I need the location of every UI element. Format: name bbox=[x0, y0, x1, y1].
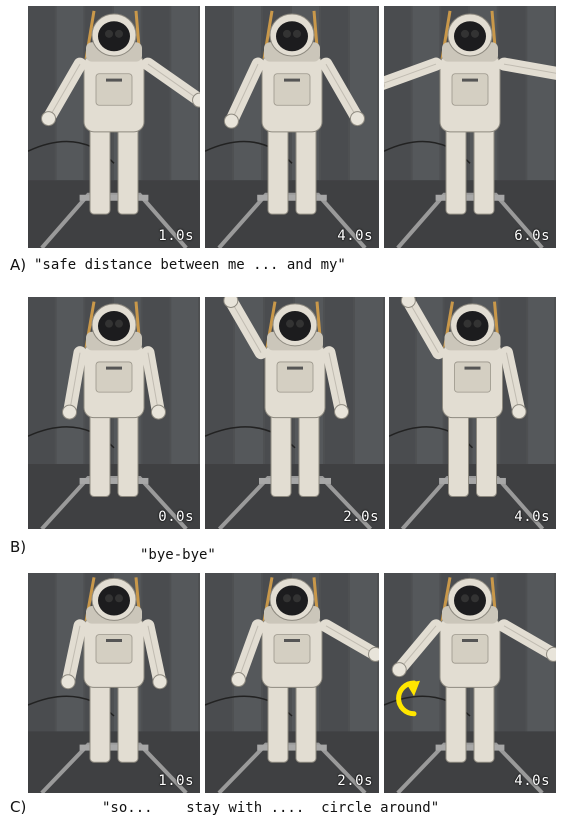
circle-gesture-arrow-icon bbox=[396, 680, 420, 717]
timestamp-label: 1.0s bbox=[158, 228, 194, 244]
frame-a2: 4.0s bbox=[205, 6, 379, 248]
timestamp-label: 4.0s bbox=[514, 509, 550, 525]
row-c-caption: "so... stay with .... circle around" bbox=[102, 800, 440, 816]
timestamp-label: 1.0s bbox=[158, 773, 194, 789]
frame-b3: 4.0s bbox=[389, 297, 556, 529]
robot-photo bbox=[384, 6, 556, 248]
frame-a3: 6.0s bbox=[384, 6, 556, 248]
robot-photo bbox=[28, 573, 200, 793]
row-a-caption: "safe distance between me ... and my" bbox=[34, 257, 346, 273]
robot-photo bbox=[384, 573, 556, 793]
timestamp-label: 2.0s bbox=[343, 509, 379, 525]
row-b-label: B) bbox=[10, 538, 27, 556]
frame-c2: 2.0s bbox=[205, 573, 379, 793]
robot-photo bbox=[28, 6, 200, 248]
frame-a1: 1.0s bbox=[28, 6, 200, 248]
robot-photo bbox=[389, 297, 556, 529]
timestamp-label: 6.0s bbox=[514, 228, 550, 244]
row-b-caption: "bye-bye" bbox=[140, 547, 216, 563]
timestamp-label: 4.0s bbox=[514, 773, 550, 789]
robot-photo bbox=[205, 6, 379, 248]
row-a-label: A) bbox=[10, 256, 27, 274]
frame-b2: 2.0s bbox=[205, 297, 385, 529]
timestamp-label: 2.0s bbox=[337, 773, 373, 789]
frame-c3: 4.0s bbox=[384, 573, 556, 793]
robot-photo bbox=[205, 573, 379, 793]
robot-photo bbox=[205, 297, 385, 529]
frame-b1: 0.0s bbox=[28, 297, 200, 529]
robot-photo bbox=[28, 297, 200, 529]
frame-c1: 1.0s bbox=[28, 573, 200, 793]
timestamp-label: 0.0s bbox=[158, 509, 194, 525]
row-c-label: C) bbox=[10, 798, 27, 816]
timestamp-label: 4.0s bbox=[337, 228, 373, 244]
